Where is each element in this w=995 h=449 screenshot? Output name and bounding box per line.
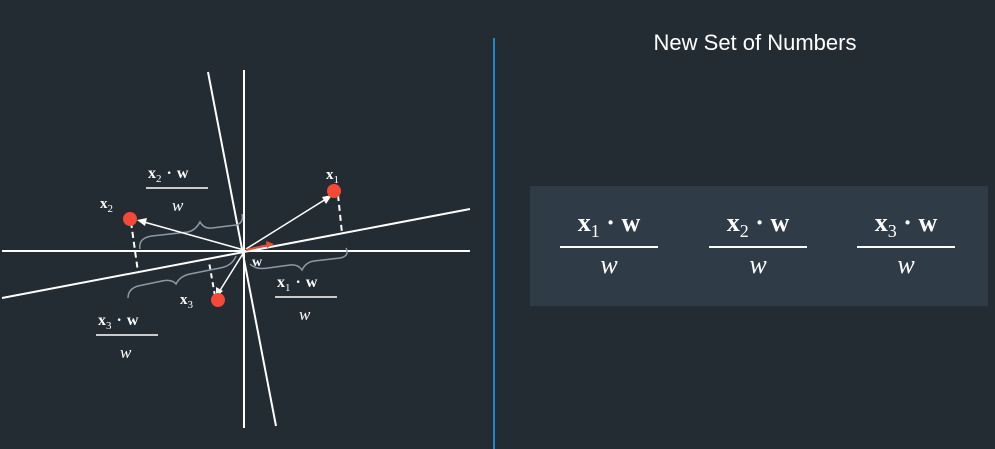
projection-label-x1: x1·w w bbox=[275, 274, 337, 324]
projection-label-x3: x3·w w bbox=[96, 312, 158, 362]
fraction-x2-bar bbox=[709, 246, 807, 249]
svg-text:w: w bbox=[299, 305, 311, 324]
label-w-vector: w bbox=[252, 255, 263, 270]
fraction-x1-vec: w bbox=[621, 208, 641, 237]
point-x3 bbox=[211, 293, 225, 307]
fraction-x1-den: w bbox=[600, 250, 618, 280]
fraction-x2: x2 · w w bbox=[703, 208, 813, 280]
fraction-x3-vec: w bbox=[918, 208, 938, 237]
projection-label-x2: x2·w w bbox=[146, 165, 208, 215]
brace-x3 bbox=[127, 255, 237, 299]
w-vector-arrow bbox=[245, 241, 274, 251]
svg-text:w: w bbox=[172, 196, 184, 215]
arrow-to-x1 bbox=[245, 195, 332, 250]
arrow-to-x3 bbox=[216, 251, 245, 297]
section-title: New Set of Numbers bbox=[653, 30, 857, 55]
fraction-x3: x3 · w w bbox=[851, 208, 961, 280]
fraction-x3-bar bbox=[857, 246, 955, 249]
fraction-x1-dot: · bbox=[606, 208, 615, 237]
label-x1: x1 bbox=[326, 167, 339, 186]
point-x2 bbox=[123, 212, 137, 226]
fraction-x2-sub: 2 bbox=[739, 221, 749, 242]
direction-line bbox=[1, 208, 471, 299]
fraction-x2-vec: w bbox=[770, 208, 790, 237]
label-x3: x3 bbox=[180, 292, 194, 311]
fraction-x3-den: w bbox=[897, 250, 915, 280]
fraction-x2-den: w bbox=[749, 250, 767, 280]
brace-x1 bbox=[249, 247, 348, 272]
fraction-x1-sub: 1 bbox=[590, 221, 600, 242]
fraction-x2-base: x bbox=[726, 208, 740, 237]
projection-dash-x2 bbox=[130, 221, 139, 273]
svg-text:x2·w: x2·w bbox=[148, 165, 189, 185]
fractions-panel: x1 · w w x2 · w w x3 · w w bbox=[530, 186, 988, 306]
fraction-x3-base: x bbox=[874, 208, 888, 237]
fraction-x1-base: x bbox=[577, 208, 591, 237]
point-x1 bbox=[327, 184, 341, 198]
fraction-x1-bar bbox=[560, 246, 658, 249]
fraction-x1: x1 · w w bbox=[554, 208, 664, 280]
projection-dash-x1 bbox=[337, 194, 343, 234]
brace-x2 bbox=[139, 213, 244, 250]
arrow-to-x2 bbox=[137, 218, 245, 251]
svg-text:w: w bbox=[120, 343, 132, 362]
projection-dash-x3 bbox=[208, 261, 216, 297]
fraction-x3-dot: · bbox=[903, 208, 912, 237]
fraction-x3-sub: 3 bbox=[887, 221, 897, 242]
svg-text:x3·w: x3·w bbox=[98, 312, 139, 332]
fraction-x2-dot: · bbox=[755, 208, 764, 237]
label-x2: x2 bbox=[100, 196, 113, 215]
svg-text:x1·w: x1·w bbox=[277, 274, 318, 294]
